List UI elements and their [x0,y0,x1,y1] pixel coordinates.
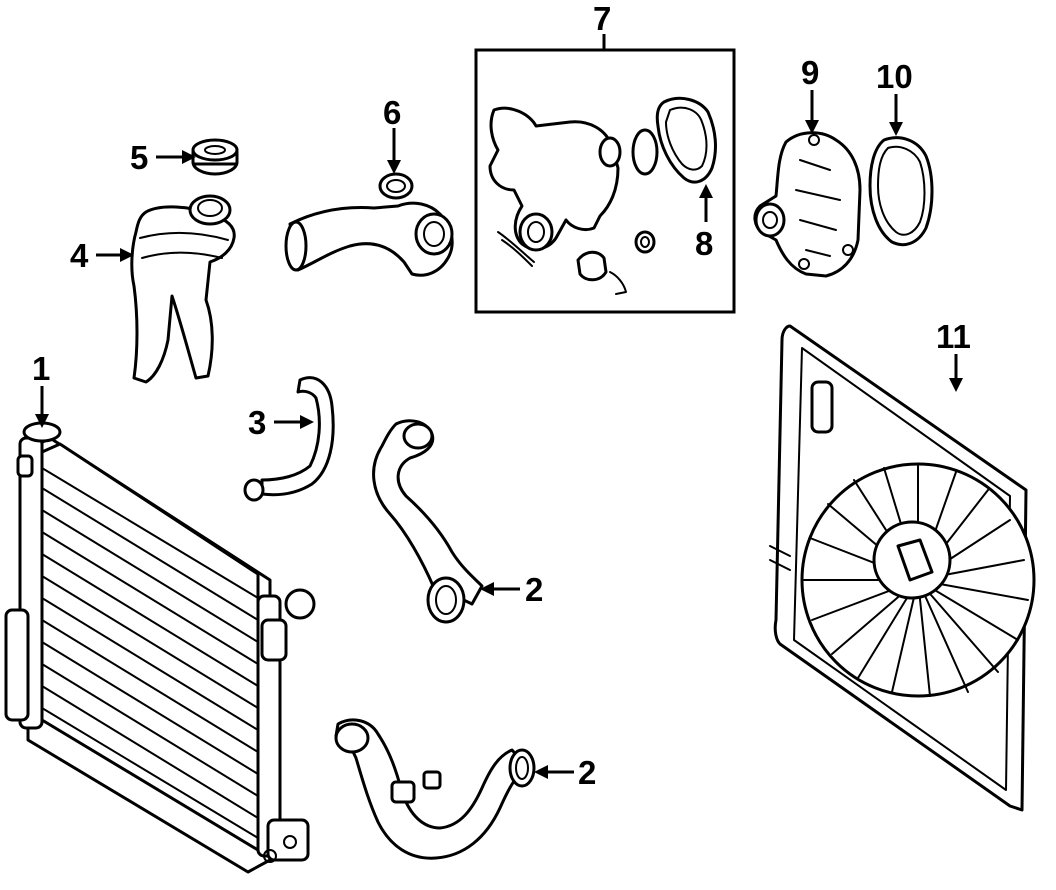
water-pump-gasket [868,136,934,247]
thermostat-housing-assembly [488,106,659,295]
small-coolant-hose [243,376,335,502]
lower-radiator-hose [334,718,536,860]
radiator-fan-and-shroud [769,324,1036,812]
callout-8: 8 [695,225,713,262]
upper-radiator-hose [372,419,484,624]
callout-2-upper: 2 [525,571,543,608]
thermostat-gasket [655,96,717,184]
expansion-tank-cap [191,138,239,176]
callout-2-lower: 2 [578,754,596,791]
callout-11: 11 [936,318,971,355]
coolant-outlet-pipe [284,172,454,277]
callout-9: 9 [801,54,819,91]
callout-3: 3 [248,404,266,441]
callout-10: 10 [876,58,913,95]
callout-4: 4 [70,237,89,274]
coolant-expansion-tank [130,194,236,384]
callout-6: 6 [383,94,401,131]
callout-5: 5 [130,139,148,176]
radiator [4,421,316,874]
callout-1: 1 [32,350,50,387]
callout-7: 7 [593,0,611,37]
water-pump [753,131,862,278]
